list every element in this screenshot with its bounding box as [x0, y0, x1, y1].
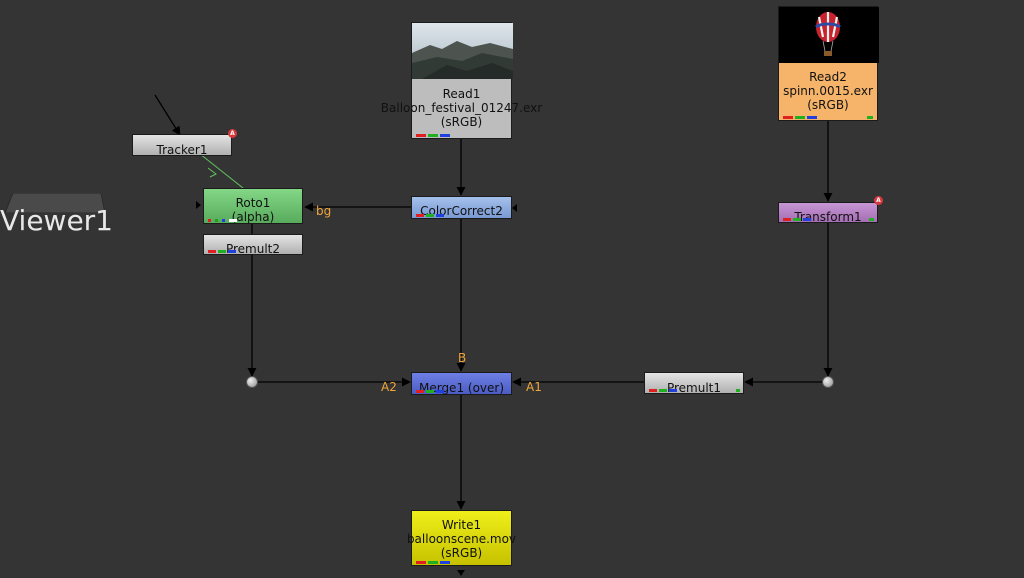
- colorcorrect2-channels: [416, 214, 456, 217]
- premult1-channels: [649, 389, 741, 392]
- write1-node[interactable]: Write1 balloonscene.mov (sRGB): [407, 510, 516, 566]
- read2-node[interactable]: Read2 spinn.0015.exr (sRGB): [778, 6, 879, 121]
- tracker1-name: Tracker1: [156, 143, 208, 157]
- premult2-channels: [208, 250, 248, 253]
- roto1-sub: (alpha): [231, 210, 275, 224]
- read2-thumbnail: [779, 7, 879, 63]
- transform1-node[interactable]: Transform1: [778, 202, 878, 224]
- premult1-name: Premult1: [666, 381, 722, 395]
- read1-colorspace: (sRGB): [440, 115, 483, 129]
- tracker1-node[interactable]: Tracker1: [132, 134, 232, 157]
- wire-tracker-roto: [194, 149, 244, 189]
- merge1-a1-input-label: A1: [526, 380, 542, 394]
- roto1-input-arrow: [196, 201, 201, 209]
- transform1-channels: [783, 218, 875, 221]
- transform1-name: Transform1: [794, 210, 862, 224]
- merge1-b-input-label: B: [458, 351, 467, 365]
- roto1-bg-input-label: bg: [316, 204, 332, 218]
- read1-node[interactable]: Read1 Balloon_festival_01247.exr (sRGB): [381, 22, 542, 139]
- viewer-node-label: Viewer1: [0, 204, 113, 237]
- premult1-node[interactable]: Premult1: [644, 372, 744, 395]
- read2-channels: [783, 116, 875, 119]
- merge1-channels: [416, 390, 456, 393]
- write1-file: balloonscene.mov: [406, 532, 517, 546]
- premult2-name: Premult2: [225, 242, 281, 256]
- read1-file: Balloon_festival_01247.exr: [380, 101, 543, 115]
- write1-channels: [416, 561, 456, 564]
- dot-right[interactable]: [822, 376, 834, 388]
- transform1-animation-badge: A: [874, 196, 883, 205]
- write1-colorspace: (sRGB): [440, 546, 483, 560]
- wire-write-output: [457, 570, 465, 576]
- colorcorrect2-mask-arrow: [512, 204, 517, 212]
- write1-name: Write1: [441, 518, 482, 532]
- roto1-node[interactable]: Roto1 (alpha): [203, 188, 303, 224]
- read2-name: Read2: [809, 70, 847, 84]
- premult2-node[interactable]: Premult2: [203, 234, 303, 256]
- read1-name: Read1: [442, 87, 481, 101]
- merge1-node[interactable]: Merge1 (over): [411, 372, 512, 395]
- merge1-a2-input-label: A2: [381, 380, 397, 394]
- read1-thumbnail: [412, 23, 513, 79]
- roto1-name: Roto1: [235, 196, 271, 210]
- read2-colorspace: (sRGB): [807, 98, 849, 112]
- roto1-channels: [208, 219, 248, 222]
- wire-tracker-input: [154, 94, 181, 136]
- dot-left[interactable]: [246, 376, 258, 388]
- wire-tracker-roto-arrow: [207, 167, 217, 178]
- colorcorrect2-node[interactable]: ColorCorrect2: [411, 196, 512, 219]
- tracker1-animation-badge: A: [228, 129, 237, 138]
- read1-channels: [416, 134, 456, 137]
- viewer-node-shape[interactable]: [5, 193, 105, 213]
- read2-file: spinn.0015.exr: [783, 84, 873, 98]
